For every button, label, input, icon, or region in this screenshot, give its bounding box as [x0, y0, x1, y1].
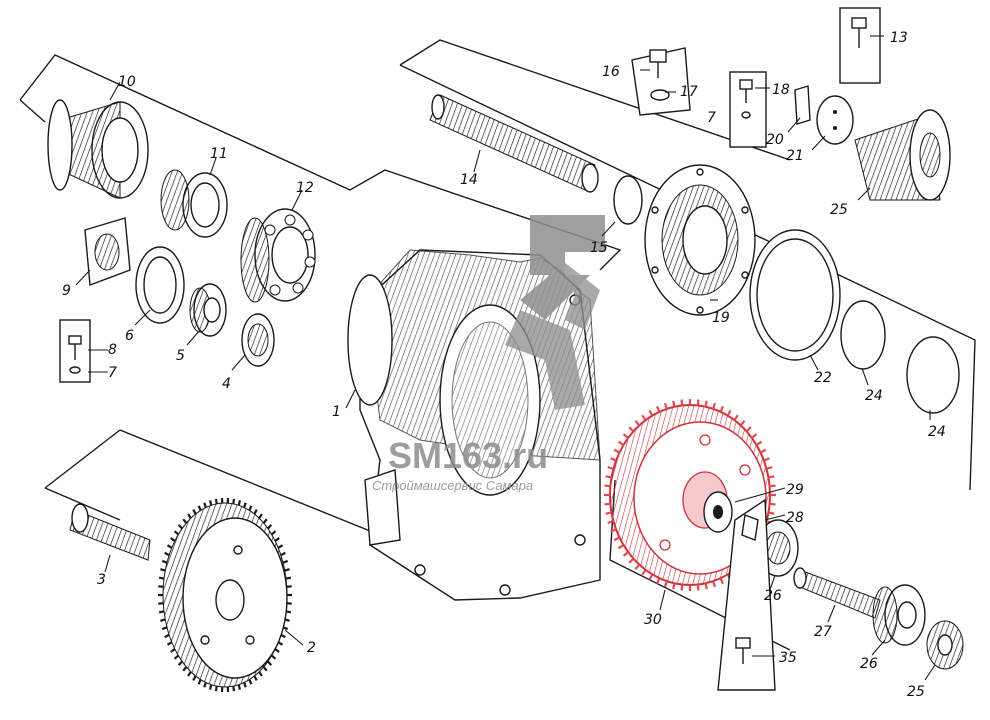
part-21-disc — [816, 95, 854, 145]
part-27-shaft — [793, 567, 881, 619]
callout-35: 35 — [779, 650, 797, 666]
watermark-tagline: Строймашсервис Самара — [372, 478, 533, 493]
callout-12: 12 — [296, 180, 314, 196]
part-11-bearing — [160, 169, 228, 238]
callout-16: 16 — [602, 64, 620, 80]
part-25-pinion-bottom — [926, 620, 964, 670]
callout-27: 27 — [814, 624, 832, 640]
callout-24: 24 — [865, 388, 883, 404]
callout-7: 7 — [108, 365, 117, 381]
callout-2: 2 — [307, 640, 316, 656]
part-12-bearing — [240, 208, 316, 303]
part-26-bearing-b — [872, 584, 926, 646]
callout-3: 3 — [97, 572, 106, 588]
part-5-bearing — [189, 283, 227, 337]
callout-8: 8 — [108, 342, 117, 358]
callout-11: 11 — [210, 146, 228, 162]
callout-30: 30 — [644, 612, 662, 628]
part-25-pinion-top — [854, 109, 951, 201]
part-3-pinion — [69, 503, 151, 561]
part-6-gasket — [135, 246, 185, 324]
watermark: SM163.ru Строймашсервис Самара — [372, 215, 605, 493]
callout-5: 5 — [176, 348, 185, 364]
bolt-box-16 — [631, 47, 691, 116]
callout-6: 6 — [125, 328, 134, 344]
part-19-cover — [644, 164, 756, 316]
callout-25: 25 — [830, 202, 848, 218]
bolt-box-13 — [839, 7, 881, 84]
callout-13: 13 — [890, 30, 908, 46]
part-2-gear — [162, 502, 288, 688]
bolt-box-35 — [717, 498, 776, 691]
bolt-box-left — [59, 319, 91, 383]
callout-1: 1 — [332, 404, 341, 420]
part-9-plate — [84, 217, 131, 286]
callout-21: 21 — [786, 148, 804, 164]
bolt-box-18 — [729, 71, 767, 148]
callout-17: 17 — [680, 84, 698, 100]
callout-15: 15 — [590, 240, 608, 256]
callout-10: 10 — [118, 74, 136, 90]
part-22-gasket — [749, 229, 841, 361]
part-29-washer — [703, 491, 733, 533]
part-2-teeth — [158, 498, 292, 692]
callout-25: 25 — [907, 684, 925, 700]
callout-24: 24 — [928, 424, 946, 440]
callout-4: 4 — [222, 376, 231, 392]
callout-22: 22 — [814, 370, 832, 386]
callout-7: 7 — [707, 110, 716, 126]
callout-18: 18 — [772, 82, 790, 98]
callout-9: 9 — [62, 283, 71, 299]
callout-26: 26 — [860, 656, 878, 672]
part-10-bearing — [47, 99, 149, 199]
leader-lines — [75, 35, 936, 681]
callout-20: 20 — [766, 132, 784, 148]
part-20-lock-plate — [794, 85, 811, 125]
watermark-brand: SM163.ru — [388, 435, 548, 476]
part-14-shaft — [429, 94, 599, 193]
callout-28: 28 — [786, 510, 804, 526]
callout-26: 26 — [764, 588, 782, 604]
part-24-rings — [840, 300, 960, 414]
watermark-logo-icon — [505, 215, 605, 410]
callout-29: 29 — [786, 482, 804, 498]
callout-19: 19 — [712, 310, 730, 326]
callout-14: 14 — [460, 172, 478, 188]
part-4-seal — [241, 313, 275, 367]
part-15-ring — [613, 175, 643, 225]
